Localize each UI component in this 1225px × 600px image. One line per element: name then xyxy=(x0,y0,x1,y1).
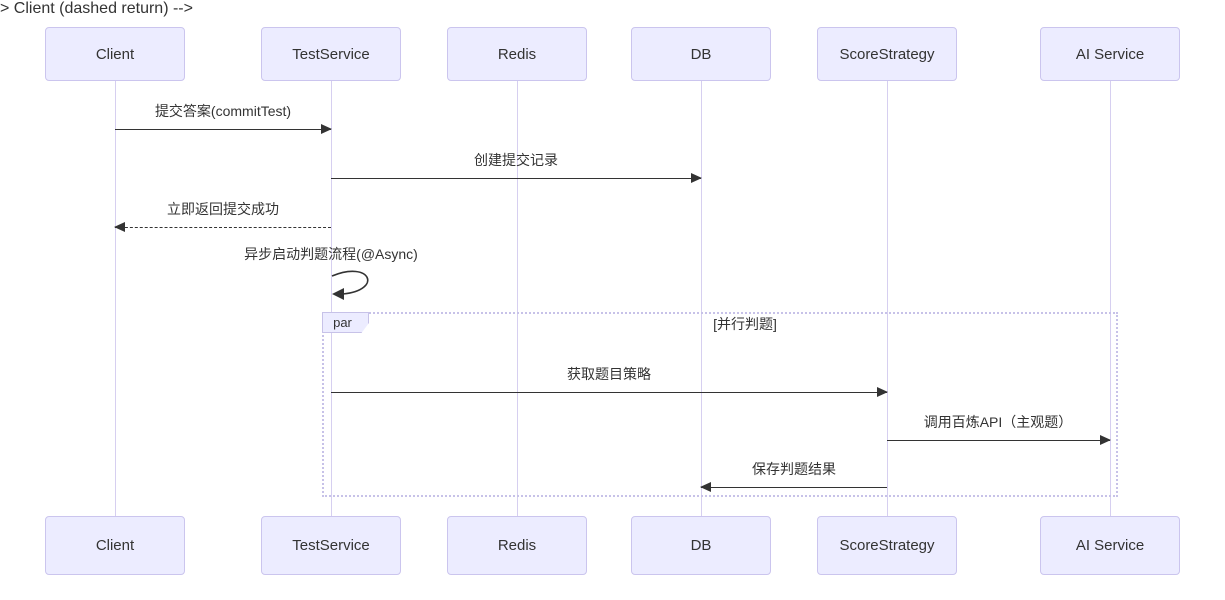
arrowhead-left-icon xyxy=(114,222,125,233)
lifeline-client xyxy=(115,81,116,516)
actor-bottom-db: DB xyxy=(631,516,771,575)
par-frame-condition: [并行判题] xyxy=(713,316,777,332)
message-6-label: 调用百炼API（主观题） xyxy=(923,414,1073,430)
message-7-line xyxy=(701,487,887,488)
actor-top-redis: Redis xyxy=(447,27,587,81)
par-frame-label: par xyxy=(322,312,369,333)
lifeline-aiservice xyxy=(1110,81,1111,516)
arrowhead-right-icon xyxy=(877,387,888,398)
self-loop-arrow-icon xyxy=(331,270,369,300)
arrowhead-right-icon xyxy=(1100,435,1111,446)
message-3-label: 立即返回提交成功 xyxy=(167,201,279,217)
actor-top-testservice: TestService xyxy=(261,27,401,81)
message-5-label: 获取题目策略 xyxy=(567,366,651,382)
lifeline-scorestrategy xyxy=(887,81,888,516)
message-1-line xyxy=(115,129,331,130)
message-1-label: 提交答案(commitTest) xyxy=(154,103,292,119)
lifeline-db xyxy=(701,81,702,516)
actor-bottom-scorestrategy: ScoreStrategy xyxy=(817,516,957,575)
arrowhead-left-icon xyxy=(700,482,711,493)
message-4-label: 异步启动判题流程(@Async) xyxy=(244,246,418,262)
actor-top-db: DB xyxy=(631,27,771,81)
actor-top-client: Client xyxy=(45,27,185,81)
message-3-line xyxy=(115,227,331,228)
message-7-label: 保存判题结果 xyxy=(752,461,836,477)
par-frame xyxy=(322,312,1118,497)
arrowhead-right-icon xyxy=(321,124,332,135)
arrowhead-right-icon xyxy=(691,173,702,184)
actor-bottom-testservice: TestService xyxy=(261,516,401,575)
actor-bottom-client: Client xyxy=(45,516,185,575)
lifeline-testservice xyxy=(331,81,332,516)
actor-top-scorestrategy: ScoreStrategy xyxy=(817,27,957,81)
message-5-line xyxy=(331,392,887,393)
message-2-line xyxy=(331,178,701,179)
message-2-label: 创建提交记录 xyxy=(474,152,558,168)
message-6-line xyxy=(887,440,1110,441)
actor-bottom-redis: Redis xyxy=(447,516,587,575)
actor-bottom-aiservice: AI Service xyxy=(1040,516,1180,575)
actor-top-aiservice: AI Service xyxy=(1040,27,1180,81)
lifeline-redis xyxy=(517,81,518,516)
